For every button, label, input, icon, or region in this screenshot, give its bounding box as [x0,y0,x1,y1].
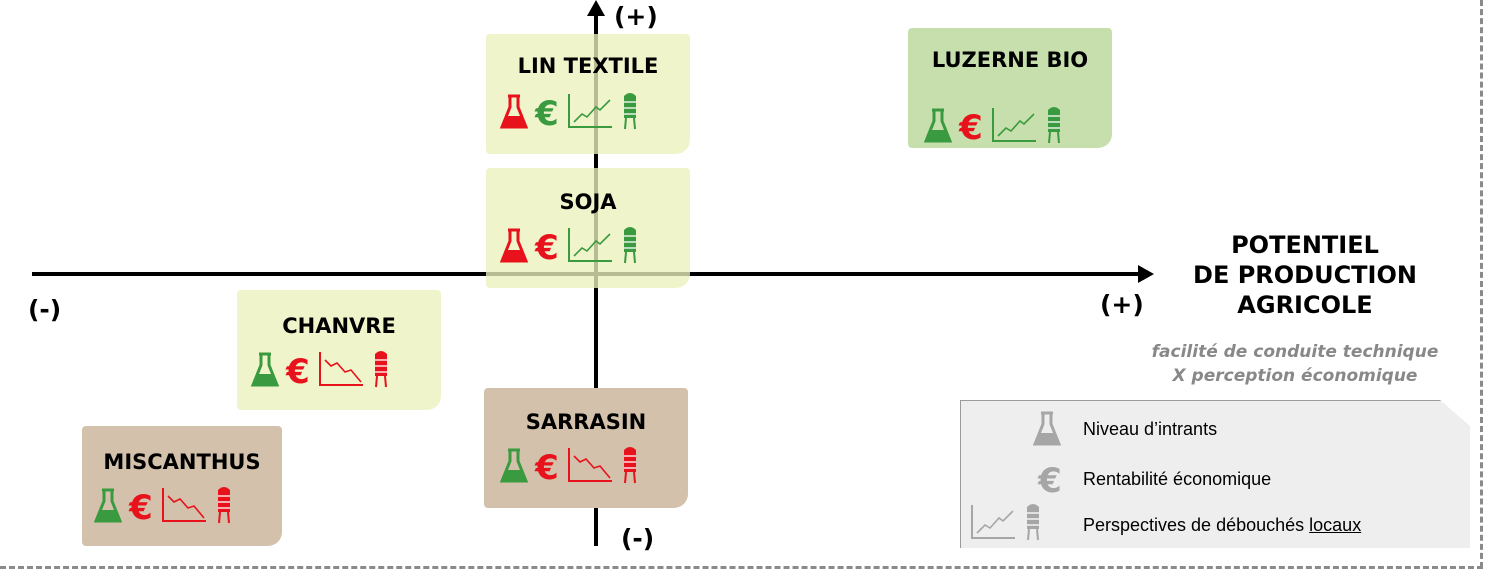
crop-icons: € [500,90,640,130]
flask-icon [500,448,528,483]
trend-chart-icon [568,94,612,128]
x-axis-arrowhead [1138,265,1154,283]
flask-icon [924,108,952,143]
legend-trend-silo-icons [969,501,1043,541]
bottom-dashed-border [0,566,1483,569]
silo-icon [1048,107,1060,144]
y-axis-bottom-label: (-) [621,524,655,553]
flask-icon [94,488,122,523]
legend-row-rentabilite: € Rentabilité économique [961,459,1470,499]
trend-chart-icon [971,505,1015,539]
flask-icon [1033,411,1061,446]
x-axis-title-line: AGRICOLE [1237,291,1373,319]
svg-text:€: € [958,108,983,144]
x-axis-subtitle: facilité de conduite technique X percept… [1120,340,1470,388]
card-luzerne-bio: LUZERNE BIO € [908,28,1112,148]
euro-icon: € [534,448,559,484]
trend-chart-icon [319,352,363,386]
x-axis-subtitle-line: facilité de conduite technique [1151,342,1439,362]
legend-euro-icon: € [1037,461,1063,497]
silo-icon [624,93,636,130]
card-soja: SOJA € [486,168,690,288]
trend-chart-icon [568,228,612,262]
crop-icons: € [500,444,640,484]
right-dashed-border [1480,0,1483,568]
flask-icon [500,94,528,129]
x-axis-subtitle-line: X perception économique [1172,366,1418,386]
crop-name: MISCANTHUS [103,450,261,474]
card-miscanthus: MISCANTHUS € [82,426,282,546]
svg-text:€: € [534,94,559,130]
legend-debouches-underlined: locaux [1309,515,1362,535]
x-axis-left-label: (-) [28,295,62,324]
euro-icon: € [534,94,559,130]
svg-text:€: € [534,228,559,264]
euro-icon: € [534,228,559,264]
legend: Niveau d’intrants € Rentabilité économiq… [960,400,1470,548]
card-chanvre: CHANVRE € [237,290,441,410]
silo-icon [624,227,636,264]
euro-icon: € [285,352,310,388]
legend-rentabilite-text: Rentabilité économique [1083,469,1272,489]
card-sarrasin: SARRASIN € [484,388,688,508]
crop-name: LIN TEXTILE [517,54,659,78]
crop-icons: € [94,484,234,524]
x-axis-right-label: (+) [1100,290,1144,319]
crop-name: SARRASIN [525,410,647,434]
crop-icons: € [500,224,640,264]
silo-icon [375,351,387,388]
euro-icon: € [958,108,983,144]
card-lin-textile: LIN TEXTILE € [486,34,690,154]
trend-chart-icon [162,488,206,522]
x-axis-title-line: POTENTIEL [1231,231,1379,259]
flask-icon [251,352,279,387]
crop-name: CHANVRE [282,314,396,338]
legend-debouches-prefix: Perspectives de débouchés [1083,515,1310,535]
crop-icons: € [251,348,391,388]
euro-icon: € [1037,461,1062,497]
silo-icon [624,447,636,484]
y-axis-top-label: (+) [614,2,658,31]
svg-text:€: € [128,488,153,524]
legend-intrants-text: Niveau d’intrants [1083,419,1218,439]
svg-text:€: € [285,352,310,388]
euro-icon: € [128,488,153,524]
silo-icon [1027,504,1039,541]
x-axis-title-line: DE PRODUCTION [1193,261,1417,289]
legend-row-debouches: Perspectives de débouchés locaux [961,504,1470,545]
legend-flask-icon [1033,411,1061,447]
trend-chart-icon [992,108,1036,142]
flask-icon [500,228,528,263]
x-axis-title: POTENTIEL DE PRODUCTION AGRICOLE [1150,230,1460,320]
y-axis-arrowhead [587,0,605,16]
svg-text:€: € [1037,461,1062,497]
trend-chart-icon [568,448,612,482]
svg-text:€: € [534,448,559,484]
crop-icons: € [924,104,1064,144]
legend-row-intrants: Niveau d’intrants [961,409,1470,449]
silo-icon [218,487,230,524]
legend-debouches-text: Perspectives de débouchés locaux [1083,515,1361,536]
crop-name: SOJA [559,190,617,214]
crop-name: LUZERNE BIO [931,48,1089,72]
